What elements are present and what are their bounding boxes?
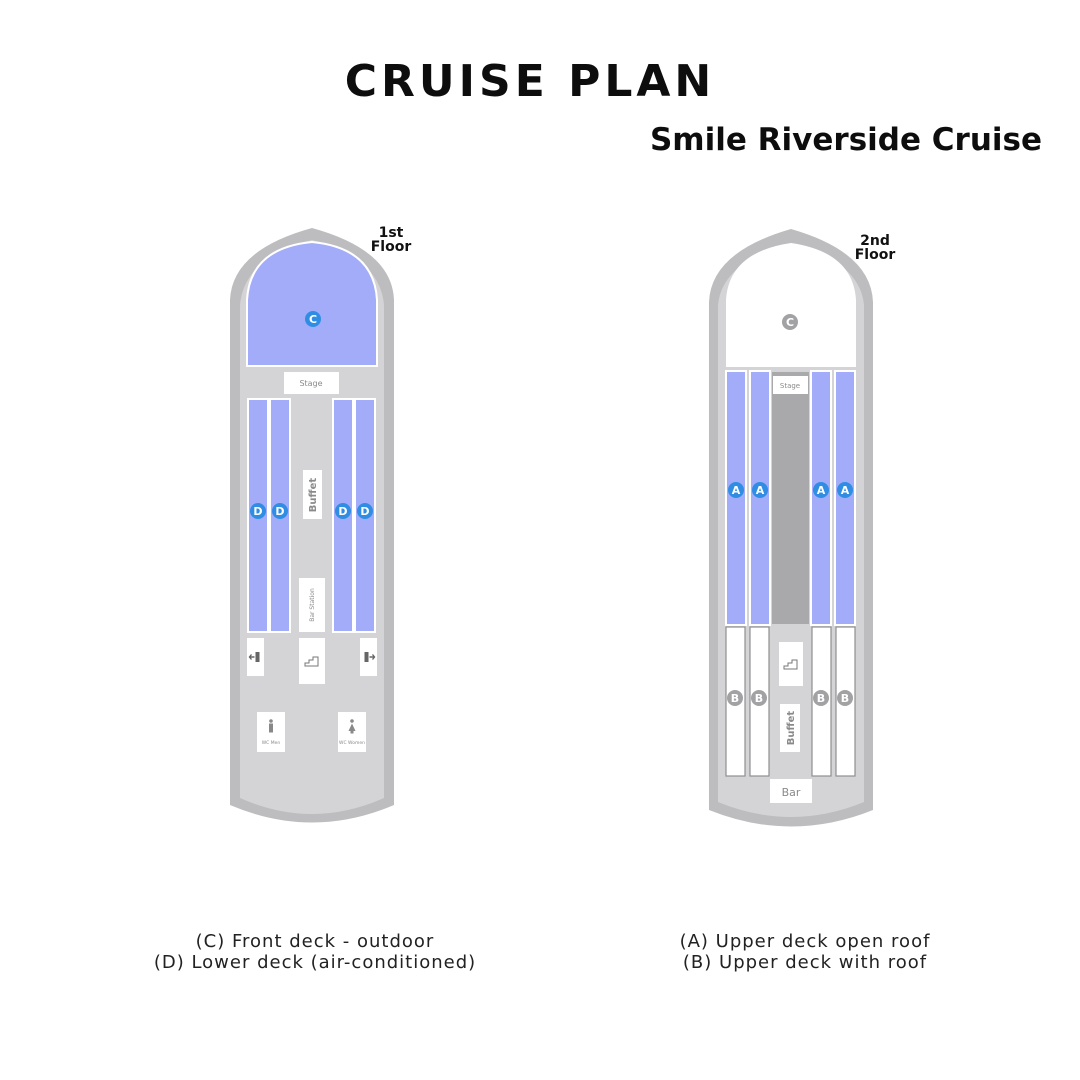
floor-1-bar-station-label: Bar Station	[309, 588, 316, 622]
stairs-icon	[783, 659, 798, 670]
floor-1-lower-badge-text: D	[360, 505, 369, 518]
floor-2-roof-badge	[751, 690, 767, 706]
floor-2-front-badge-text: C	[786, 316, 794, 329]
floor-1-lower-badge	[272, 503, 288, 519]
floor-2-buffet	[780, 704, 800, 752]
floor-2-open-badge-text: A	[817, 484, 826, 497]
floor-2-front-badge	[782, 314, 798, 330]
floor-2-buffet-label: Buffet	[786, 711, 797, 746]
floor-1-lower-badge-text: D	[275, 505, 284, 518]
floor-1-legend-item: (D) Lower deck (air-conditioned)	[153, 952, 477, 973]
floor-2-open-badge	[728, 482, 744, 498]
floor-1-legend: (C) Front deck - outdoor (D) Lower deck …	[120, 931, 510, 973]
floor-1-buffet-label: Buffet	[308, 478, 319, 513]
floor-1-wc-men-label: WC Men	[262, 740, 281, 746]
floor-2-legend-item: (A) Upper deck open roof	[679, 931, 931, 952]
floor-1-legend-item: (C) Front deck - outdoor	[195, 931, 435, 952]
floor-1-wc-women-label: WC Women	[339, 740, 365, 746]
floor-2-bar	[770, 779, 812, 803]
floor-1-lower-badge-text: D	[253, 505, 262, 518]
floor-1-label-line1: 1st	[378, 225, 404, 241]
floor-2-front-deck	[726, 243, 856, 367]
floor-1-lower-badge-text: D	[338, 505, 347, 518]
floor-2-roof-badge	[813, 690, 829, 706]
floor-2-stage	[773, 376, 808, 394]
floor-1-stage-label: Stage	[299, 379, 322, 388]
floor-1-deck	[240, 240, 384, 814]
floor-1-front-badge-text: C	[309, 313, 317, 326]
floor-2-open-badge-text: A	[732, 484, 741, 497]
floor-2-roof-badge-text: B	[731, 692, 739, 705]
stairs-icon	[304, 656, 319, 667]
floor-2-open-badge	[752, 482, 768, 498]
floor-1-label: 1st Floor	[366, 226, 416, 254]
floor-2-label-line2: Floor	[854, 247, 896, 263]
exit-icon	[248, 652, 260, 662]
wc-men-icon	[269, 719, 273, 733]
floor-1-plan: C Stage D D D D Buffet Bar Station	[230, 228, 394, 823]
floor-1-stairs	[299, 638, 325, 684]
page-subtitle: Smile Riverside Cruise	[649, 122, 1042, 158]
floor-2-open-badge	[813, 482, 829, 498]
floor-2-roof-badge	[727, 690, 743, 706]
floor-2-legend: (A) Upper deck open roof (B) Upper deck …	[610, 931, 1000, 973]
floor-2-roof-badge	[837, 690, 853, 706]
floor-2-roof-badge-text: B	[755, 692, 763, 705]
floor-2-roof-badge-text: B	[841, 692, 849, 705]
floor-2-label: 2nd Floor	[850, 234, 900, 262]
floor-2-stage-label: Stage	[780, 382, 800, 390]
floor-1-lower-badge	[335, 503, 351, 519]
wc-women-icon	[348, 719, 356, 734]
floor-1-front-deck	[246, 240, 378, 367]
floor-2-roof-badge-text: B	[817, 692, 825, 705]
floor-2-open-badge-text: A	[841, 484, 850, 497]
floor-1-label-line2: Floor	[370, 239, 412, 255]
floor-2-stairs	[779, 642, 803, 686]
floor-1-buffet	[303, 470, 322, 519]
floor-2-open-badge-text: A	[756, 484, 765, 497]
floor-2-legend-item: (B) Upper deck with roof	[682, 952, 928, 973]
page-title: CRUISE PLAN	[344, 56, 716, 107]
floor-2-bar-label: Bar	[782, 786, 801, 799]
floor-1-stage	[284, 372, 339, 394]
floor-2-open-badge	[837, 482, 853, 498]
floor-1-front-badge	[305, 311, 321, 327]
floor-1-lower-badge	[250, 503, 266, 519]
floor-2-aisle	[772, 372, 809, 624]
floor-2-plan: C Stage A A A A B B B B	[709, 229, 873, 827]
floor-2-label-line1: 2nd	[860, 233, 890, 249]
floor-1-bar-station	[299, 578, 325, 632]
exit-icon	[364, 652, 376, 662]
floor-1-lower-badge	[357, 503, 373, 519]
